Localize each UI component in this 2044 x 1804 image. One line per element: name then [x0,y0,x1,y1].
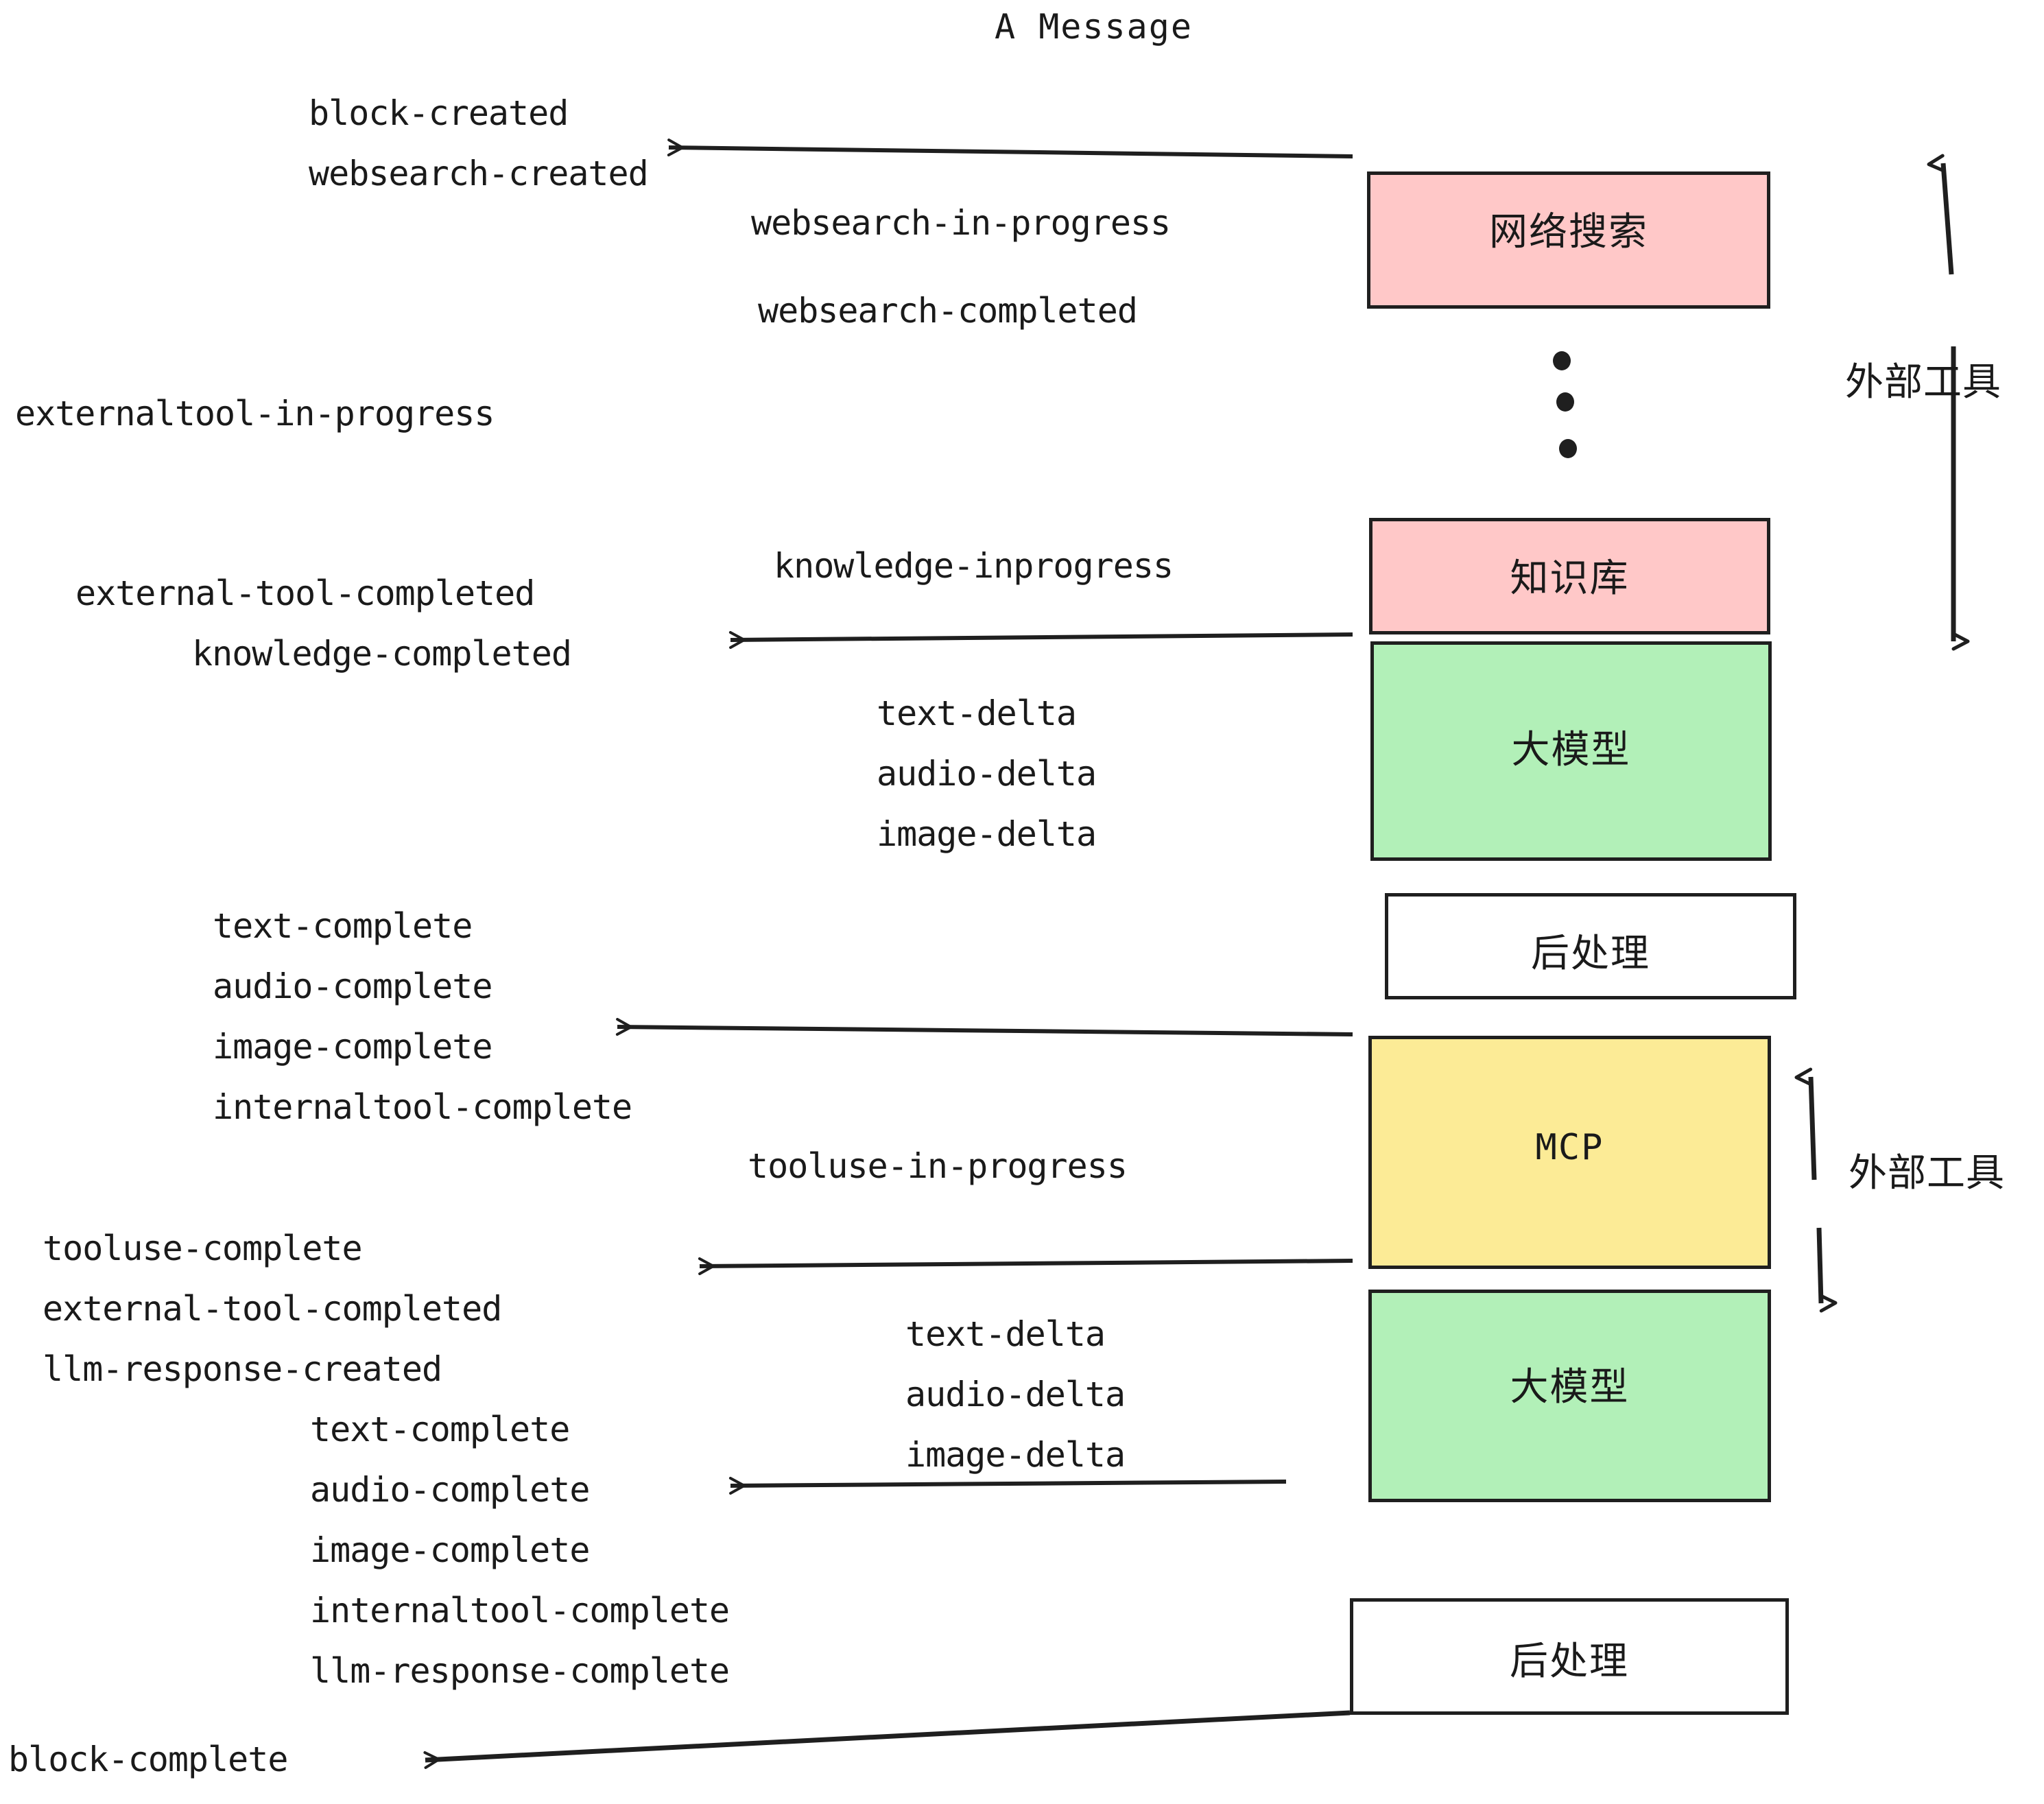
node-llm-1-label: 大模型 [1511,728,1631,772]
event-text-complete-2: text-complete [310,1410,570,1449]
event-websearch-created: websearch-created [309,154,649,193]
side-label-external-tools-bottom: 外部工具 [1849,1151,2005,1196]
event-knowledge-inprogress: knowledge-inprogress [774,546,1174,586]
node-postprocess-1-label: 后处理 [1531,931,1650,976]
event-external-tool-completed-1: external-tool-completed [75,573,535,613]
event-block-created: block-created [309,93,569,133]
arrow-external-tools-bottom-up [1794,1067,1817,1180]
node-mcp[interactable]: MCP [1368,1036,1771,1269]
event-text-complete-1: text-complete [213,906,473,946]
vertical-ellipsis-dot-3 [1559,439,1577,458]
event-image-delta-1: image-delta [877,814,1097,854]
node-postprocess-2[interactable]: 后处理 [1350,1598,1789,1715]
event-internaltool-complete-2: internaltool-complete [310,1591,730,1630]
side-label-external-tools-top: 外部工具 [1845,360,2001,405]
event-externaltool-in-progress: externaltool-in-progress [15,394,495,434]
event-audio-complete-2: audio-complete [310,1470,590,1510]
node-llm-2-label: 大模型 [1510,1365,1630,1410]
node-websearch-label: 网络搜索 [1489,210,1648,254]
event-tooluse-in-progress: tooluse-in-progress [748,1146,1128,1186]
event-llm-response-complete: llm-response-complete [310,1651,730,1691]
event-text-delta-1: text-delta [877,693,1077,733]
arrow-external-tools-top-up [1927,154,1954,275]
arrow-knowledge-to-completed [728,631,1353,649]
event-external-tool-completed-2: external-tool-completed [43,1289,502,1329]
event-websearch-completed: websearch-completed [758,291,1138,331]
arrow-external-tools-bottom-down [1816,1227,1838,1313]
event-audio-delta-1: audio-delta [877,754,1097,794]
event-audio-delta-2: audio-delta [905,1375,1126,1414]
node-knowledgebase[interactable]: 知识库 [1369,518,1770,634]
event-websearch-in-progress: websearch-in-progress [751,203,1171,243]
vertical-ellipsis-dot-1 [1553,351,1571,370]
node-knowledgebase-label: 知识库 [1510,556,1630,601]
node-llm-1[interactable]: 大模型 [1370,641,1772,861]
event-image-delta-2: image-delta [905,1435,1126,1475]
event-knowledge-completed: knowledge-completed [192,634,572,674]
node-mcp-label: MCP [1535,1127,1604,1168]
event-image-complete-1: image-complete [213,1027,492,1067]
node-postprocess-1[interactable]: 后处理 [1385,893,1796,999]
arrow-mcp-to-toolusecomplete [698,1257,1353,1275]
event-internaltool-complete-1: internaltool-complete [213,1087,632,1127]
event-llm-response-created: llm-response-created [43,1349,442,1389]
node-llm-2[interactable]: 大模型 [1368,1290,1771,1502]
vertical-ellipsis-dot-2 [1556,392,1574,412]
arrow-postprocess2-to-blockcomplete [423,1710,1351,1769]
event-audio-complete-1: audio-complete [213,966,492,1006]
event-block-complete: block-complete [8,1740,288,1779]
event-image-complete-2: image-complete [310,1530,590,1570]
arrow-llm2-to-audiocomplete [728,1477,1287,1495]
arrow-websearch-to-blockcreated [667,139,1353,158]
event-tooluse-complete: tooluse-complete [43,1229,363,1268]
node-websearch[interactable]: 网络搜索 [1367,171,1770,309]
diagram-title: A Message [995,7,1193,47]
node-postprocess-2-label: 后处理 [1510,1639,1629,1684]
arrow-postprocess1-to-imagecomplete [615,1018,1353,1036]
event-text-delta-2: text-delta [905,1314,1106,1354]
